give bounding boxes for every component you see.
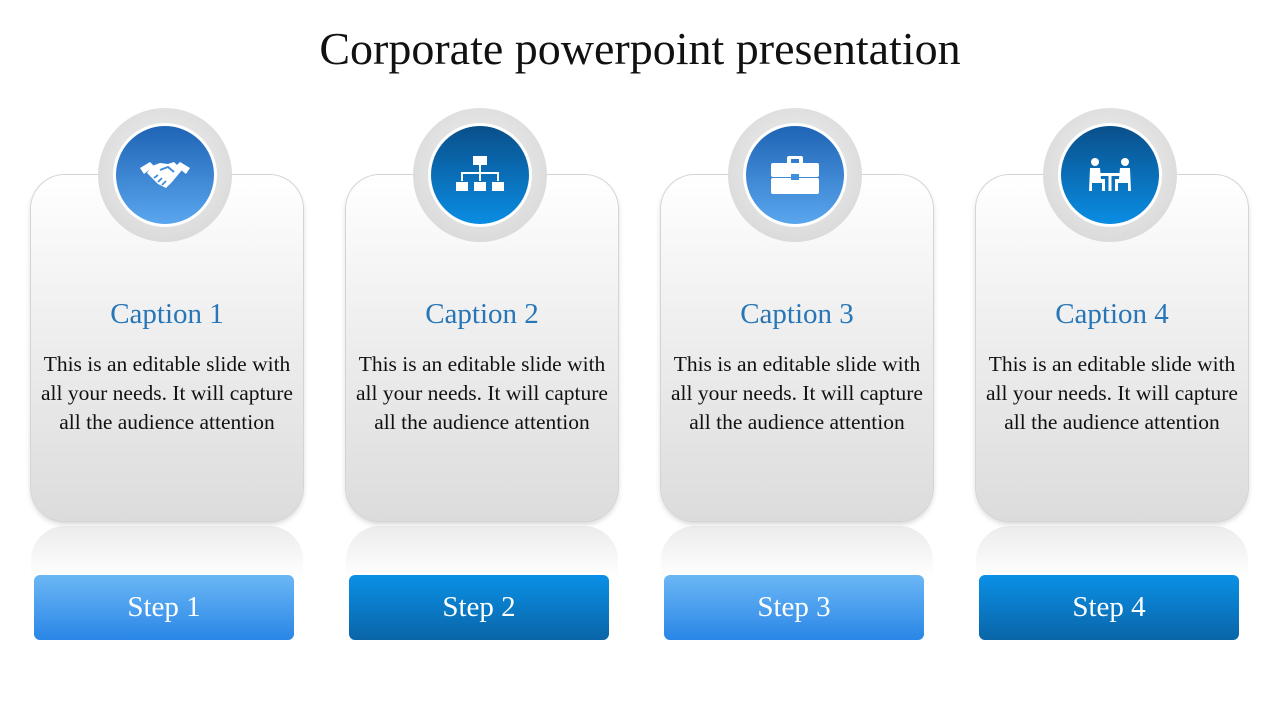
step-button-4[interactable]: Step 4 — [979, 575, 1239, 640]
card-description: This is an editable slide with all your … — [356, 352, 608, 434]
card-reflection — [976, 526, 1248, 578]
briefcase-icon — [771, 156, 819, 194]
handshake-icon — [140, 162, 190, 188]
card-description: This is an editable slide with all your … — [986, 352, 1238, 434]
org-chart-icon — [456, 156, 504, 191]
step-button-2[interactable]: Step 2 — [349, 575, 609, 640]
card-caption: Caption 1 — [110, 298, 224, 330]
meeting-icon — [1089, 158, 1131, 191]
step-button-1[interactable]: Step 1 — [34, 575, 294, 640]
slide-title: Corporate powerpoint presentation — [319, 23, 961, 74]
icon-circle — [113, 123, 217, 227]
icon-circle — [428, 123, 532, 227]
card-caption: Caption 2 — [425, 298, 539, 330]
card-reflection — [346, 526, 618, 578]
card-reflection — [661, 526, 933, 578]
card-caption: Caption 4 — [1055, 298, 1169, 330]
card-reflection — [31, 526, 303, 578]
card-caption: Caption 3 — [740, 298, 854, 330]
card-description: This is an editable slide with all your … — [41, 352, 293, 434]
icon-circle — [1058, 123, 1162, 227]
icon-circle — [743, 123, 847, 227]
step-button-3[interactable]: Step 3 — [664, 575, 924, 640]
card-description: This is an editable slide with all your … — [671, 352, 923, 434]
